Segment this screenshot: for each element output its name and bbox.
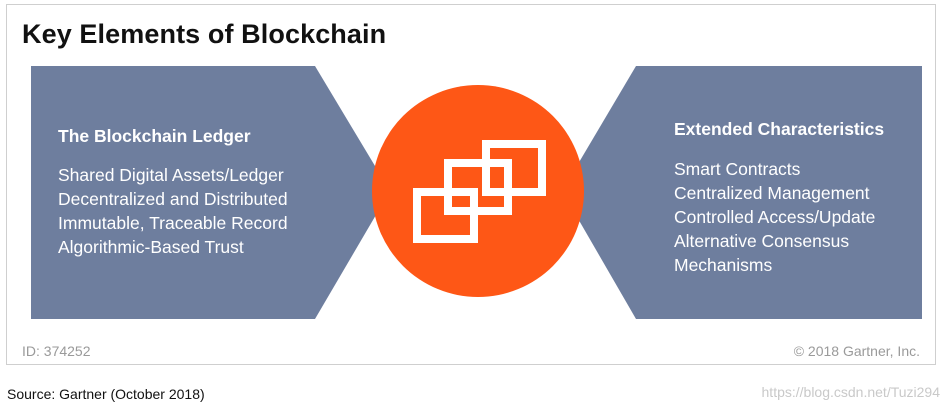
right-panel-item: Mechanisms [674, 255, 773, 275]
right-panel-item: Controlled Access/Update [674, 207, 876, 227]
right-panel-list: Smart Contracts Centralized Management C… [674, 157, 884, 277]
figure-frame: Key Elements of Blockchain The Blockchai… [6, 4, 936, 365]
left-panel-item: Shared Digital Assets/Ledger [58, 165, 284, 185]
left-panel-item: Algorithmic-Based Trust [58, 237, 244, 257]
right-panel-item: Alternative Consensus [674, 231, 850, 251]
right-panel-shape [562, 66, 922, 319]
left-panel-list: Shared Digital Assets/Ledger Decentraliz… [58, 163, 288, 259]
left-panel-item: Immutable, Traceable Record [58, 213, 288, 233]
source-caption: Source: Gartner (October 2018) [7, 386, 205, 402]
right-panel-item: Centralized Management [674, 183, 870, 203]
left-panel-heading: The Blockchain Ledger [58, 126, 251, 146]
copyright-notice: © 2018 Gartner, Inc. [793, 343, 920, 359]
figure-id: ID: 374252 [22, 343, 91, 359]
left-panel: The Blockchain Ledger Shared Digital Ass… [58, 126, 288, 259]
figure-title: Key Elements of Blockchain [22, 19, 387, 49]
chain-link-icon [413, 140, 546, 243]
right-panel-heading: Extended Characteristics [674, 119, 885, 139]
diagram-graphic [31, 66, 922, 319]
watermark: https://blog.csdn.net/Tuzi294 [761, 384, 940, 400]
right-panel-item: Smart Contracts [674, 159, 801, 179]
right-panel: Extended Characteristics Smart Contracts… [674, 119, 884, 277]
left-panel-item: Decentralized and Distributed [58, 189, 288, 209]
left-panel-shape [31, 66, 390, 319]
